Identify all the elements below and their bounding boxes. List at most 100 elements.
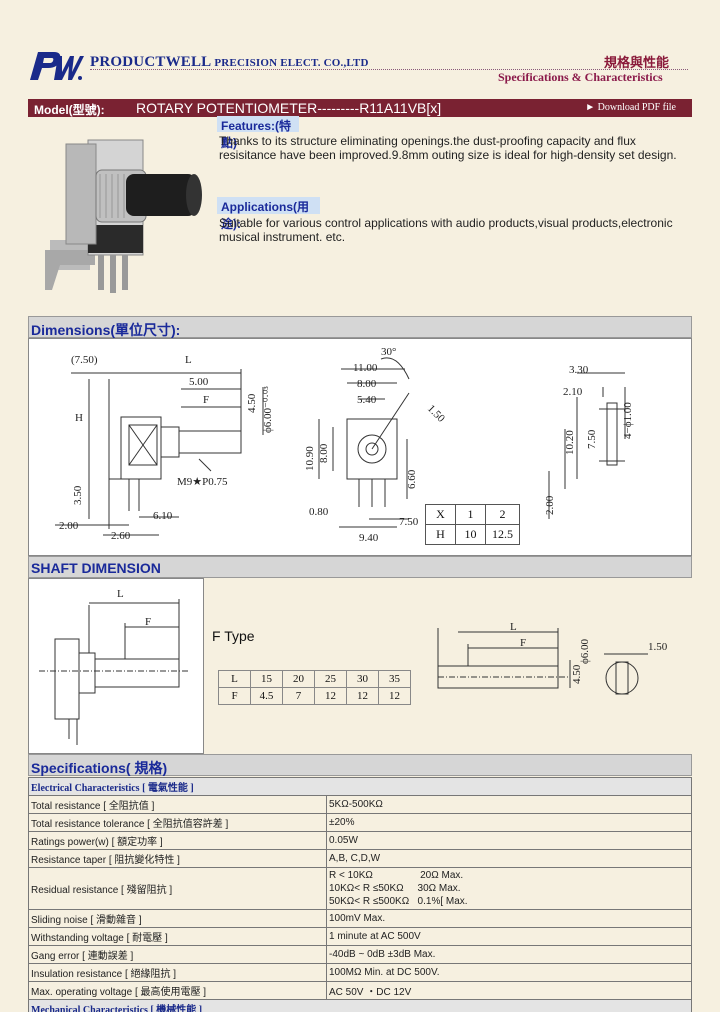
dim-6-10: 6.10 [153,510,173,522]
applications-heading: Applications(用途): [217,197,320,231]
dim-6-60: 6.60 [406,469,418,489]
dim-8-00: 8.00 [357,378,377,390]
dim-2-00-v: 2.00 [544,495,556,515]
table-row: F 4.5 7 12 12 12 [218,687,411,705]
mechanical-head: Mechanical Characteristics [ 機械性能 ] [28,999,692,1012]
table-cell: 5KΩ-500KΩ [326,795,692,814]
table-cell: H [425,524,456,545]
table-row: Max. operating voltage [ 最高使用電壓 ]AC 50V … [28,981,692,1000]
model-label: Model(型號): [34,103,105,117]
table-cell: X [425,504,456,525]
table-cell: Resistance taper [ 阻抗變化特性 ] [28,849,327,868]
table-row: Mechanical Characteristics [ 機械性能 ] [28,999,692,1012]
table-cell: 25 [314,670,347,688]
table-cell: L [218,670,251,688]
applications-text: Suitable for various control application… [219,216,673,244]
shaft-L2: L [510,621,517,633]
shaft-side-panel: L F [28,578,204,754]
table-cell: F [218,687,251,705]
dim-H: H [75,412,83,424]
table-cell: 30 [346,670,379,688]
table-cell: Insulation resistance [ 絕緣阻抗 ] [28,963,327,982]
company-rest: PRECISION ELECT. CO.,LTD [211,57,369,69]
residual-line: 50KΩ< R ≤500KΩ 0.1%[ Max. [329,896,468,907]
shaft-4-50: 4.50 [571,664,583,684]
dimensions-drawing: (7.50) L 5.00 F H 4.50 ϕ6.00⁻⁰·⁰³ M9★P0.… [28,338,692,556]
model-title: ROTARY POTENTIOMETER---------R11A11VB[x] [136,100,442,116]
company-main: PRODUCTWELL [90,54,212,70]
table-cell: 1 minute at AC 500V [326,927,692,946]
x-h-table: X 1 2 H 10 12.5 [425,504,520,545]
dim-2-00: 2.00 [59,520,79,532]
table-row: Total resistance tolerance [ 全阻抗值容許差 ]±2… [28,813,692,832]
table-row: Total resistance [ 全阻抗值 ]5KΩ-500KΩ [28,795,692,814]
header-divider [90,69,688,70]
shaft-side-svg: L F [39,588,189,745]
table-row: Withstanding voltage [ 耐電壓 ]1 minute at … [28,927,692,946]
download-pdf-link[interactable]: ► Download PDF file [585,102,676,113]
table-cell: 35 [378,670,411,688]
electrical-head: Electrical Characteristics [ 電氣性能 ] [28,777,692,796]
table-row: Insulation resistance [ 絕緣阻抗 ]100MΩ Min.… [28,963,692,982]
table-row: L 15 20 25 30 35 [218,670,411,688]
dim-7-50: 7.50 [399,516,419,528]
table-cell: A,B, C,D,W [326,849,692,868]
table-cell: Total resistance [ 全阻抗值 ] [28,795,327,814]
company-name: PRODUCTWELL PRECISION ELECT. CO.,LTD [90,54,369,71]
table-cell: 12 [314,687,347,705]
table-row: Electrical Characteristics [ 電氣性能 ] [28,777,692,796]
table-cell: AC 50V ・DC 12V [326,981,692,1000]
dim-4-50: 4.50 [246,393,258,413]
table-cell: 1 [455,504,486,525]
shaft-1-50: 1.50 [648,641,668,653]
shaft-F: F [145,616,151,628]
table-cell: 4.5 [250,687,283,705]
cn-title: 規格與性能 [604,56,670,71]
table-cell: 100MΩ Min. at DC 500V. [326,963,692,982]
table-cell: 20 [282,670,315,688]
table-cell: Sliding noise [ 滑動雜音 ] [28,909,327,928]
table-cell: 12.5 [485,524,520,545]
dim-10-20: 10.20 [564,430,576,455]
shaft-L: L [117,588,124,600]
table-cell: Withstanding voltage [ 耐電壓 ] [28,927,327,946]
f-type-label: F Type [212,628,255,644]
dim-2-10: 2.10 [563,386,583,398]
table-cell: -40dB ~ 0dB ±3dB Max. [326,945,692,964]
table-row: Gang error [ 連動誤差 ]-40dB ~ 0dB ±3dB Max. [28,945,692,964]
header-subtitle: Specifications & Characteristics [498,70,663,84]
dim-2-60: 2.60 [111,530,131,542]
table-cell: 12 [346,687,379,705]
dimensions-header: Dimensions(單位尺寸): [28,316,692,338]
dim-0-80: 0.80 [309,506,329,518]
specs-heading: Specifications( 規格) [31,760,168,776]
table-cell: 100mV Max. [326,909,692,928]
dimensions-heading: Dimensions(單位尺寸): [31,322,181,338]
table-cell: Residual resistance [ 殘留阻抗 ] [28,867,327,910]
shaft-f-type-svg: L F 4.50 ϕ6.00 1.50 [437,621,668,695]
features-text: Thanks to its structure eliminating open… [219,134,677,162]
table-row: H 10 12.5 [425,524,520,545]
dim-9-40: 9.40 [359,532,379,544]
model-bar: Model(型號): ROTARY POTENTIOMETER---------… [28,99,692,117]
residual-line: 10KΩ< R ≤50KΩ 30Ω Max. [329,883,461,894]
table-row: X 1 2 [425,504,520,525]
shaft-F2: F [520,637,526,649]
table-cell: 2 [485,504,520,525]
dim-5-00: 5.00 [189,376,209,388]
residual-values: R < 10KΩ 20Ω Max. 10KΩ< R ≤50KΩ 30Ω Max. 5… [326,867,692,910]
dimensions-svg: (7.50) L 5.00 F H 4.50 ϕ6.00⁻⁰·⁰³ M9★P0.… [55,346,634,544]
residual-line: R < 10KΩ 20Ω Max. [329,870,464,881]
productwell-logo [30,52,84,80]
specs-header: Specifications( 規格) [28,754,692,776]
table-cell: ±20% [326,813,692,832]
table-cell: Ratings power(w) [ 額定功率 ] [28,831,327,850]
product-photo [45,139,202,293]
table-cell: 0.05W [326,831,692,850]
table-cell: Max. operating voltage [ 最高使用電壓 ] [28,981,327,1000]
dim-L: L [185,354,192,366]
table-cell: 15 [250,670,283,688]
dim-1-50: 1.50 [425,403,447,425]
shaft-drawing: L F F Type L 15 20 25 30 35 F 4.5 7 12 1… [28,578,692,754]
features-heading: Features:(特點) [217,116,299,150]
